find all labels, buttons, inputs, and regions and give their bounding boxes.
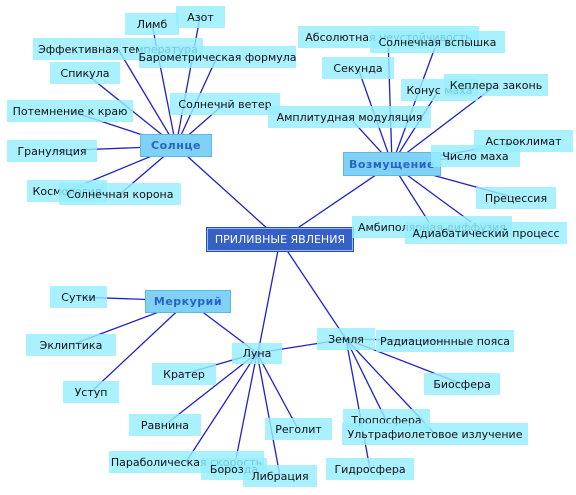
sun-item[interactable]: Лимб — [125, 13, 179, 35]
sun-item[interactable]: Потемнение к краю — [7, 100, 133, 122]
hub-earth[interactable]: Земля — [317, 328, 375, 350]
connector-line — [257, 239, 281, 354]
disturbance-item[interactable]: Секунда — [322, 57, 394, 79]
connector-line — [175, 145, 281, 241]
earth-item[interactable]: Биосфера — [424, 373, 500, 395]
disturbance-item[interactable]: Адиабатический процесс — [405, 222, 567, 244]
earth-item[interactable]: Гидросфера — [326, 458, 414, 480]
mercury-item[interactable]: Уступ — [63, 381, 119, 403]
moon-item[interactable]: Либрация — [243, 465, 317, 487]
connector-line — [391, 41, 438, 165]
earth-item[interactable]: Радиационнные пояса — [376, 330, 514, 352]
sun-item[interactable]: Барометрическая формула — [138, 46, 297, 68]
moon-item[interactable]: Кратер — [152, 363, 216, 385]
sun-item[interactable]: Солнечнй ветер — [170, 93, 280, 115]
connector-line — [345, 338, 371, 470]
connector-line — [279, 163, 393, 241]
disturbance-item[interactable]: Солнечная вспышка — [370, 31, 505, 53]
disturbance-item[interactable]: Число маха — [431, 145, 520, 167]
disturbance-item[interactable]: Кеплера законь — [444, 74, 548, 96]
connector-line — [90, 300, 189, 393]
hub-moon[interactable]: Луна — [232, 343, 282, 364]
mercury-item[interactable]: Эклиптика — [26, 334, 116, 356]
hub-sun[interactable]: Солнце — [140, 134, 212, 157]
connector-line — [391, 84, 497, 165]
sun-item[interactable]: Азот — [176, 6, 225, 28]
sun-item[interactable]: Спикула — [50, 62, 120, 84]
connector-line — [175, 16, 201, 147]
sun-item[interactable]: Грануляция — [7, 140, 97, 162]
connector-line — [345, 338, 387, 421]
earth-item[interactable]: Ультрафиолетовое излучение — [342, 423, 528, 445]
connector-line — [233, 352, 258, 470]
moon-item[interactable]: Равнина — [129, 414, 201, 436]
connector-line — [256, 352, 281, 477]
sun-item[interactable]: Солнечная корона — [59, 183, 181, 205]
connector-line — [279, 239, 347, 340]
connector-line — [256, 352, 299, 430]
root-node[interactable]: ПРИЛИВНЫЕ ЯВЛЕНИЯ — [206, 227, 354, 252]
mercury-item[interactable]: Сутки — [50, 286, 107, 308]
moon-item[interactable]: Реголит — [265, 418, 332, 440]
hub-mercury[interactable]: Меркурий — [145, 290, 231, 313]
disturbance-item[interactable]: Амплитудная модуляция — [268, 106, 431, 128]
disturbance-item[interactable]: Прецессия — [476, 187, 556, 209]
connector-line — [117, 48, 177, 147]
connector-line — [164, 352, 258, 426]
hub-disturbance[interactable]: Возмущение — [343, 152, 441, 176]
connector-line — [185, 352, 258, 463]
